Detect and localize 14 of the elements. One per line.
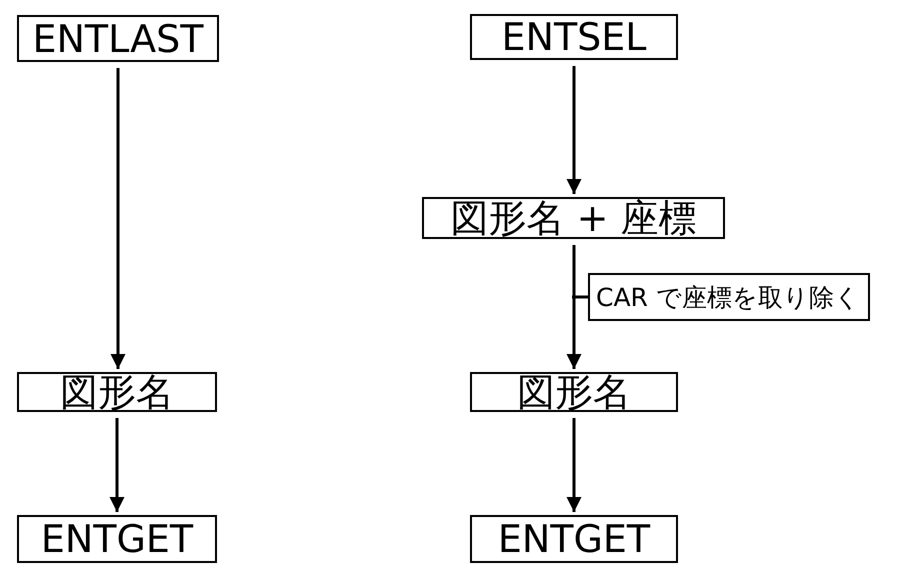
process-box: 図形名: [17, 372, 217, 412]
process-box: ENTGET: [17, 515, 217, 563]
arrow: [110, 68, 126, 369]
process-box: ENTGET: [470, 515, 678, 563]
arrow: [110, 418, 124, 512]
arrow: [566, 66, 582, 194]
leader-line: [572, 296, 588, 298]
arrow: [566, 418, 582, 512]
arrow: [566, 245, 582, 369]
process-box: 図形名 + 座標: [422, 197, 725, 239]
process-box: ENTSEL: [470, 14, 678, 60]
process-box: 図形名: [470, 372, 678, 412]
process-box: ENTLAST: [17, 15, 219, 62]
note-box: CAR で座標を取り除く: [588, 273, 870, 321]
